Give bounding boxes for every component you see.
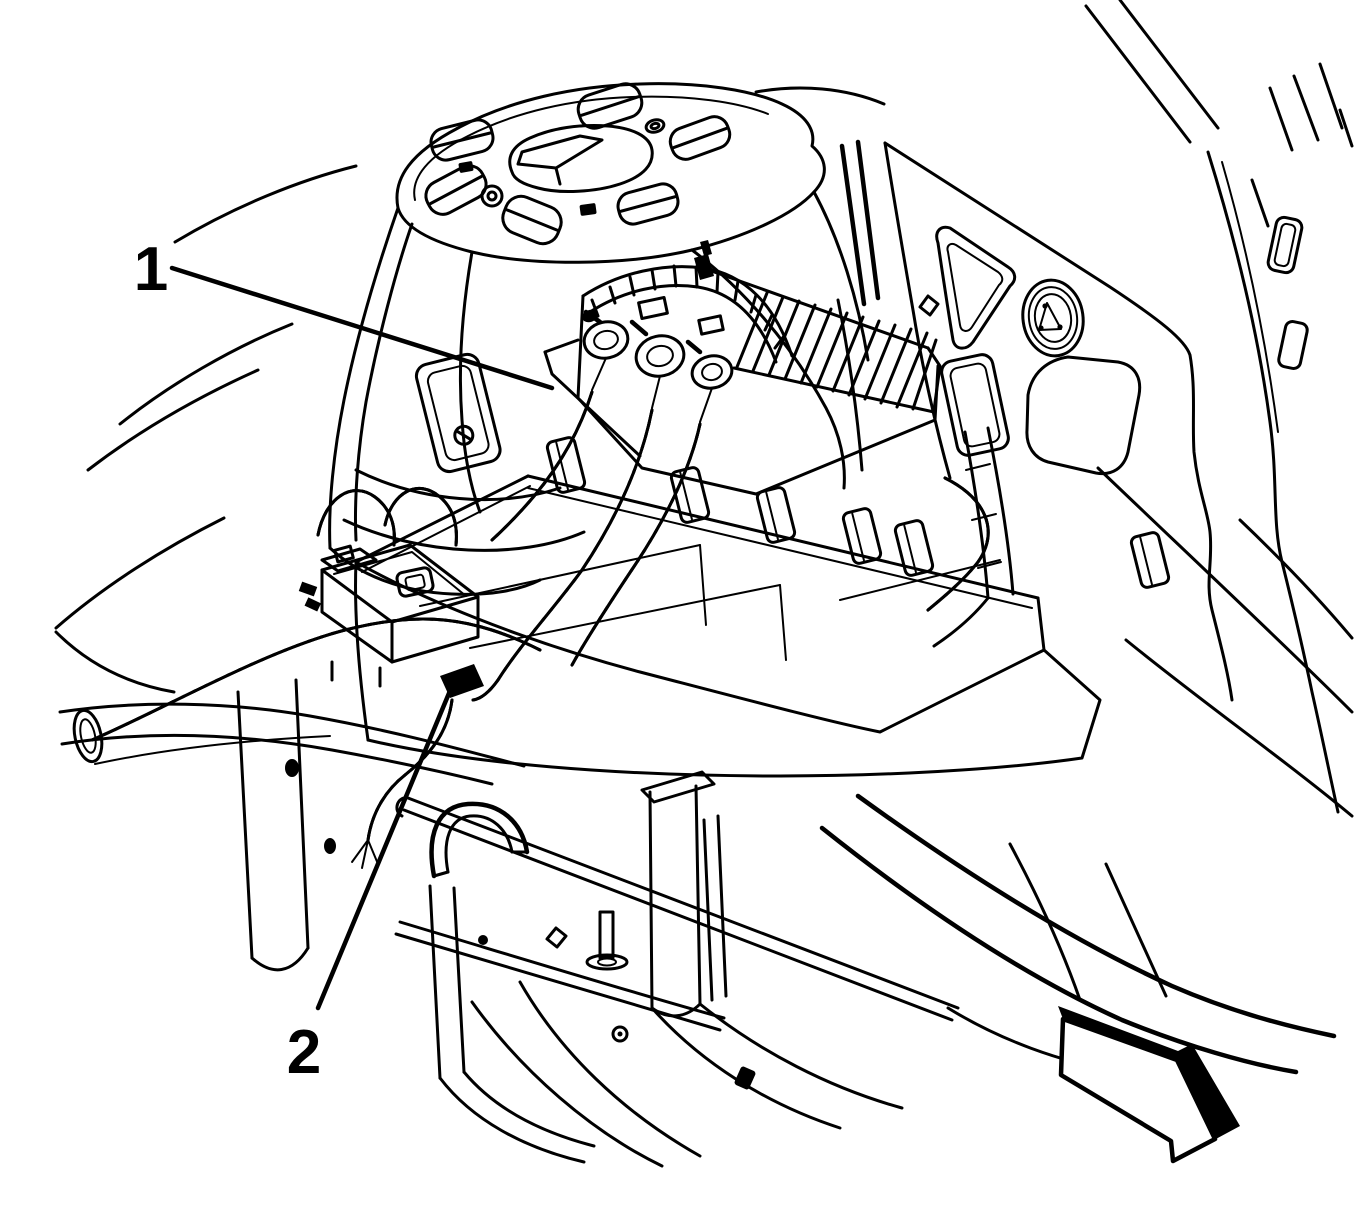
fuse-block <box>414 240 942 496</box>
strut-center-opening <box>508 124 654 193</box>
box-clip <box>1129 531 1171 589</box>
strut-tower <box>328 82 826 596</box>
junction-block <box>298 543 480 688</box>
fuse-block-arch-hatch <box>590 264 786 350</box>
leader-line-2 <box>315 683 455 1011</box>
wheelhouse-curves <box>1096 466 1354 818</box>
mount-stud <box>429 118 495 162</box>
box-clip <box>755 486 797 544</box>
battery-box <box>354 436 1171 778</box>
panel-slot-hole <box>940 353 1010 457</box>
mount-stud <box>424 164 488 216</box>
mount-stud <box>576 82 644 130</box>
box-clip <box>893 519 935 577</box>
body-panel <box>883 0 1354 814</box>
mount-stud <box>616 182 680 226</box>
u-bracket-inner <box>444 814 514 874</box>
bracket <box>414 352 502 474</box>
harness-tube <box>492 392 592 540</box>
panel-diamond-hole <box>918 294 940 317</box>
mount-stud <box>668 115 732 161</box>
leader-line-1 <box>169 265 555 391</box>
wiring-harness <box>72 392 988 869</box>
u-bracket <box>429 801 530 879</box>
box-clip <box>841 507 883 565</box>
harness-open-end <box>72 708 104 764</box>
mount-stud <box>501 194 563 246</box>
warning-emblem-icon <box>1021 278 1085 358</box>
battery-tray-frame <box>236 678 1337 1168</box>
fender-lines <box>54 164 526 786</box>
panel-pentagon-hole <box>1025 355 1142 476</box>
panel-triangle-hole <box>935 225 1017 350</box>
direction-arrow-icon <box>1058 1006 1240 1164</box>
fuse-block-fins <box>735 291 938 411</box>
callout-1-label: 1 <box>134 235 168 304</box>
callouts: 1 2 <box>134 235 555 1087</box>
harness-junction <box>440 664 484 698</box>
callout-2-label: 2 <box>287 1018 321 1087</box>
box-clip <box>545 436 587 494</box>
